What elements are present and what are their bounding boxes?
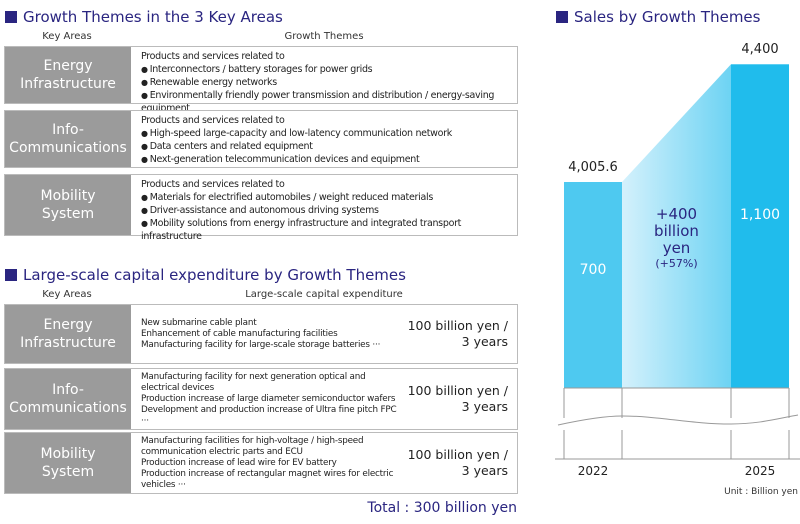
total-2025: 4,400 bbox=[741, 42, 779, 57]
key-area-cell: Energy Infrastructure bbox=[5, 47, 131, 103]
title-text: Large-scale capital expenditure by Growt… bbox=[23, 266, 406, 284]
themes-intro: Products and services related to bbox=[141, 51, 285, 62]
increase-unit: billion bbox=[654, 222, 699, 240]
increase-label: +400 billion yen (+57%) bbox=[622, 206, 731, 271]
capex-amount: 100 billion yen /3 years bbox=[402, 433, 517, 493]
total-2022: 4,005.6 bbox=[568, 160, 618, 175]
amount-line: 100 billion yen / bbox=[407, 383, 508, 398]
x-label-2025: 2025 bbox=[744, 464, 776, 478]
capex-item: Manufacturing facility for large-scale s… bbox=[141, 339, 381, 350]
col-header-key: Key Areas bbox=[42, 289, 92, 300]
key-area-cell: Mobility System bbox=[5, 433, 131, 493]
square-bullet-icon bbox=[556, 11, 568, 23]
amount-line: 100 billion yen / bbox=[407, 318, 508, 333]
capex-total: Total : 300 billion yen bbox=[367, 500, 517, 516]
value-2022: 700 bbox=[579, 262, 607, 278]
amount-line: 100 billion yen / bbox=[407, 447, 508, 462]
amount-period: 3 years bbox=[461, 334, 508, 349]
capex-item: Production increase of rectangular magne… bbox=[141, 468, 394, 490]
theme-item: Driver-assistance and autonomous driving… bbox=[141, 204, 517, 217]
increase-currency: yen bbox=[662, 239, 691, 257]
theme-item: Interconnectors / battery storages for p… bbox=[141, 63, 517, 76]
square-bullet-icon bbox=[5, 11, 17, 23]
value-2025: 1,100 bbox=[739, 207, 781, 223]
square-bullet-icon bbox=[5, 269, 17, 281]
col-header-themes: Growth Themes bbox=[284, 31, 364, 42]
capex-item: Production increase of large diameter se… bbox=[141, 393, 396, 404]
capex-row: Info- Communications Manufacturing facili… bbox=[4, 368, 518, 430]
theme-item: High-speed large-capacity and low-latenc… bbox=[141, 127, 517, 140]
title-text: Sales by Growth Themes bbox=[574, 8, 761, 26]
themes-intro: Products and services related to bbox=[141, 179, 285, 190]
capex-amount: 100 billion yen /3 years bbox=[402, 305, 517, 363]
themes-cell: Products and services related toMaterial… bbox=[131, 175, 517, 242]
increase-area bbox=[622, 64, 731, 389]
amount-period: 3 years bbox=[461, 399, 508, 414]
axis-break bbox=[555, 387, 800, 460]
increase-amount: +400 bbox=[655, 205, 698, 223]
capex-items-cell: Manufacturing facility for next generati… bbox=[131, 369, 402, 429]
theme-item: Environmentally friendly power transmiss… bbox=[141, 89, 517, 115]
capex-item: Manufacturing facilities for high-voltag… bbox=[141, 435, 364, 457]
theme-item: Mobility solutions from energy infrastru… bbox=[141, 217, 517, 243]
key-area-cell: Mobility System bbox=[5, 175, 131, 235]
capex-item: Development and production increase of U… bbox=[141, 404, 397, 426]
theme-item: Materials for electrified automobiles / … bbox=[141, 191, 517, 204]
unit-label: Unit : Billion yen bbox=[724, 487, 798, 497]
theme-item: Next-generation telecommunication device… bbox=[141, 153, 517, 166]
capex-item: Production increase of lead wire for EV … bbox=[141, 457, 337, 468]
theme-item: Renewable energy networks bbox=[141, 76, 517, 89]
col-header-capex: Large-scale capital expenditure bbox=[245, 289, 403, 300]
key-area-cell: Info- Communications bbox=[5, 369, 131, 429]
capex-item: Enhancement of cable manufacturing facil… bbox=[141, 328, 338, 339]
themes-intro: Products and services related to bbox=[141, 115, 285, 126]
bar-2025 bbox=[731, 64, 789, 389]
increase-percent: (+57%) bbox=[655, 257, 698, 270]
chart-title: Sales by Growth Themes bbox=[556, 8, 760, 26]
amount-period: 3 years bbox=[461, 463, 508, 478]
capex-row: Mobility System Manufacturing facilities … bbox=[4, 432, 518, 494]
themes-cell: Products and services related toHigh-spe… bbox=[131, 111, 517, 167]
growth-themes-title: Growth Themes in the 3 Key Areas bbox=[5, 8, 283, 26]
capex-item: Manufacturing facility for next generati… bbox=[141, 371, 366, 393]
themes-cell: Products and services related toIntercon… bbox=[131, 47, 517, 114]
x-label-2022: 2022 bbox=[577, 464, 609, 478]
key-area-cell: Energy Infrastructure bbox=[5, 305, 131, 363]
title-text: Growth Themes in the 3 Key Areas bbox=[23, 8, 283, 26]
key-area-cell: Info- Communications bbox=[5, 111, 131, 167]
col-header-key: Key Areas bbox=[42, 31, 92, 42]
capex-items-cell: Manufacturing facilities for high-voltag… bbox=[131, 433, 402, 493]
capex-title: Large-scale capital expenditure by Growt… bbox=[5, 266, 406, 284]
capex-amount: 100 billion yen /3 years bbox=[402, 369, 517, 429]
capex-item: New submarine cable plant bbox=[141, 317, 257, 328]
bar-2022 bbox=[564, 182, 622, 388]
theme-item: Data centers and related equipment bbox=[141, 140, 517, 153]
